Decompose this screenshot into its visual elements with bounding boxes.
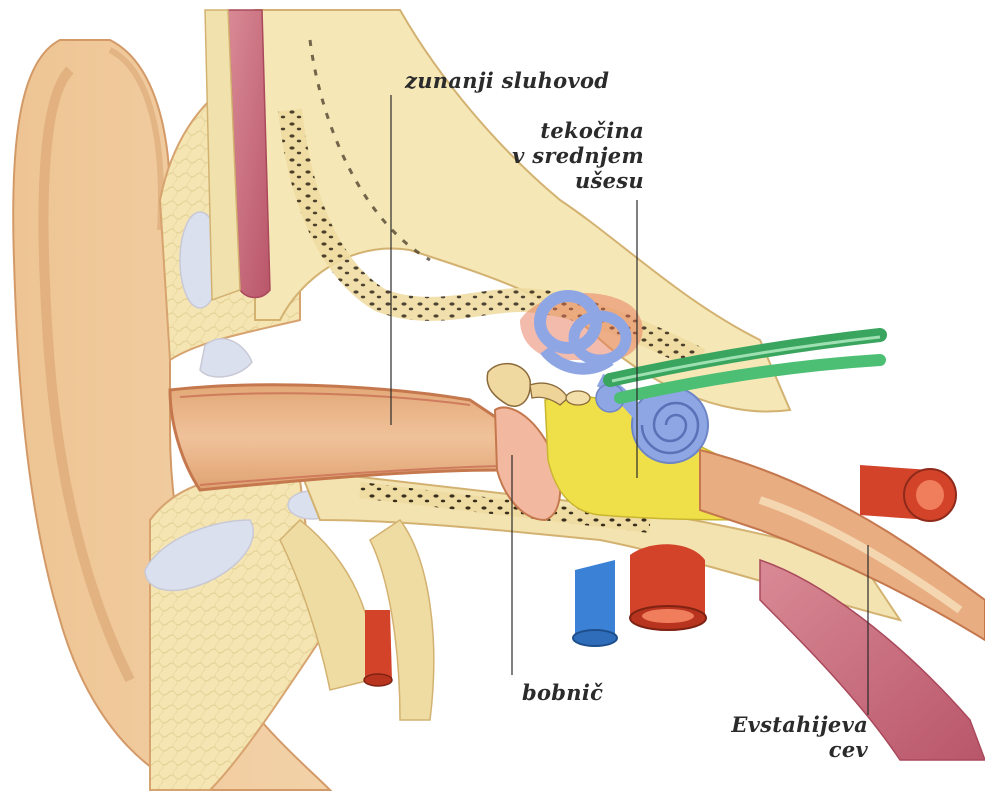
label-eardrum: bobnič (522, 680, 603, 705)
label-middle-ear-fluid: tekočina v srednjem ušesu (492, 118, 644, 194)
label-eustachian-tube-line1: Evstahijeva (720, 712, 868, 737)
label-middle-ear-fluid-line1: tekočina (492, 118, 644, 143)
label-middle-ear-fluid-line2: v srednjem (492, 143, 644, 168)
label-middle-ear-fluid-line3: ušesu (492, 168, 644, 193)
label-ear-canal: zunanji sluhovod (405, 68, 609, 93)
label-eustachian-tube-line2: cev (720, 737, 868, 762)
label-eustachian-tube: Evstahijeva cev (720, 712, 868, 762)
